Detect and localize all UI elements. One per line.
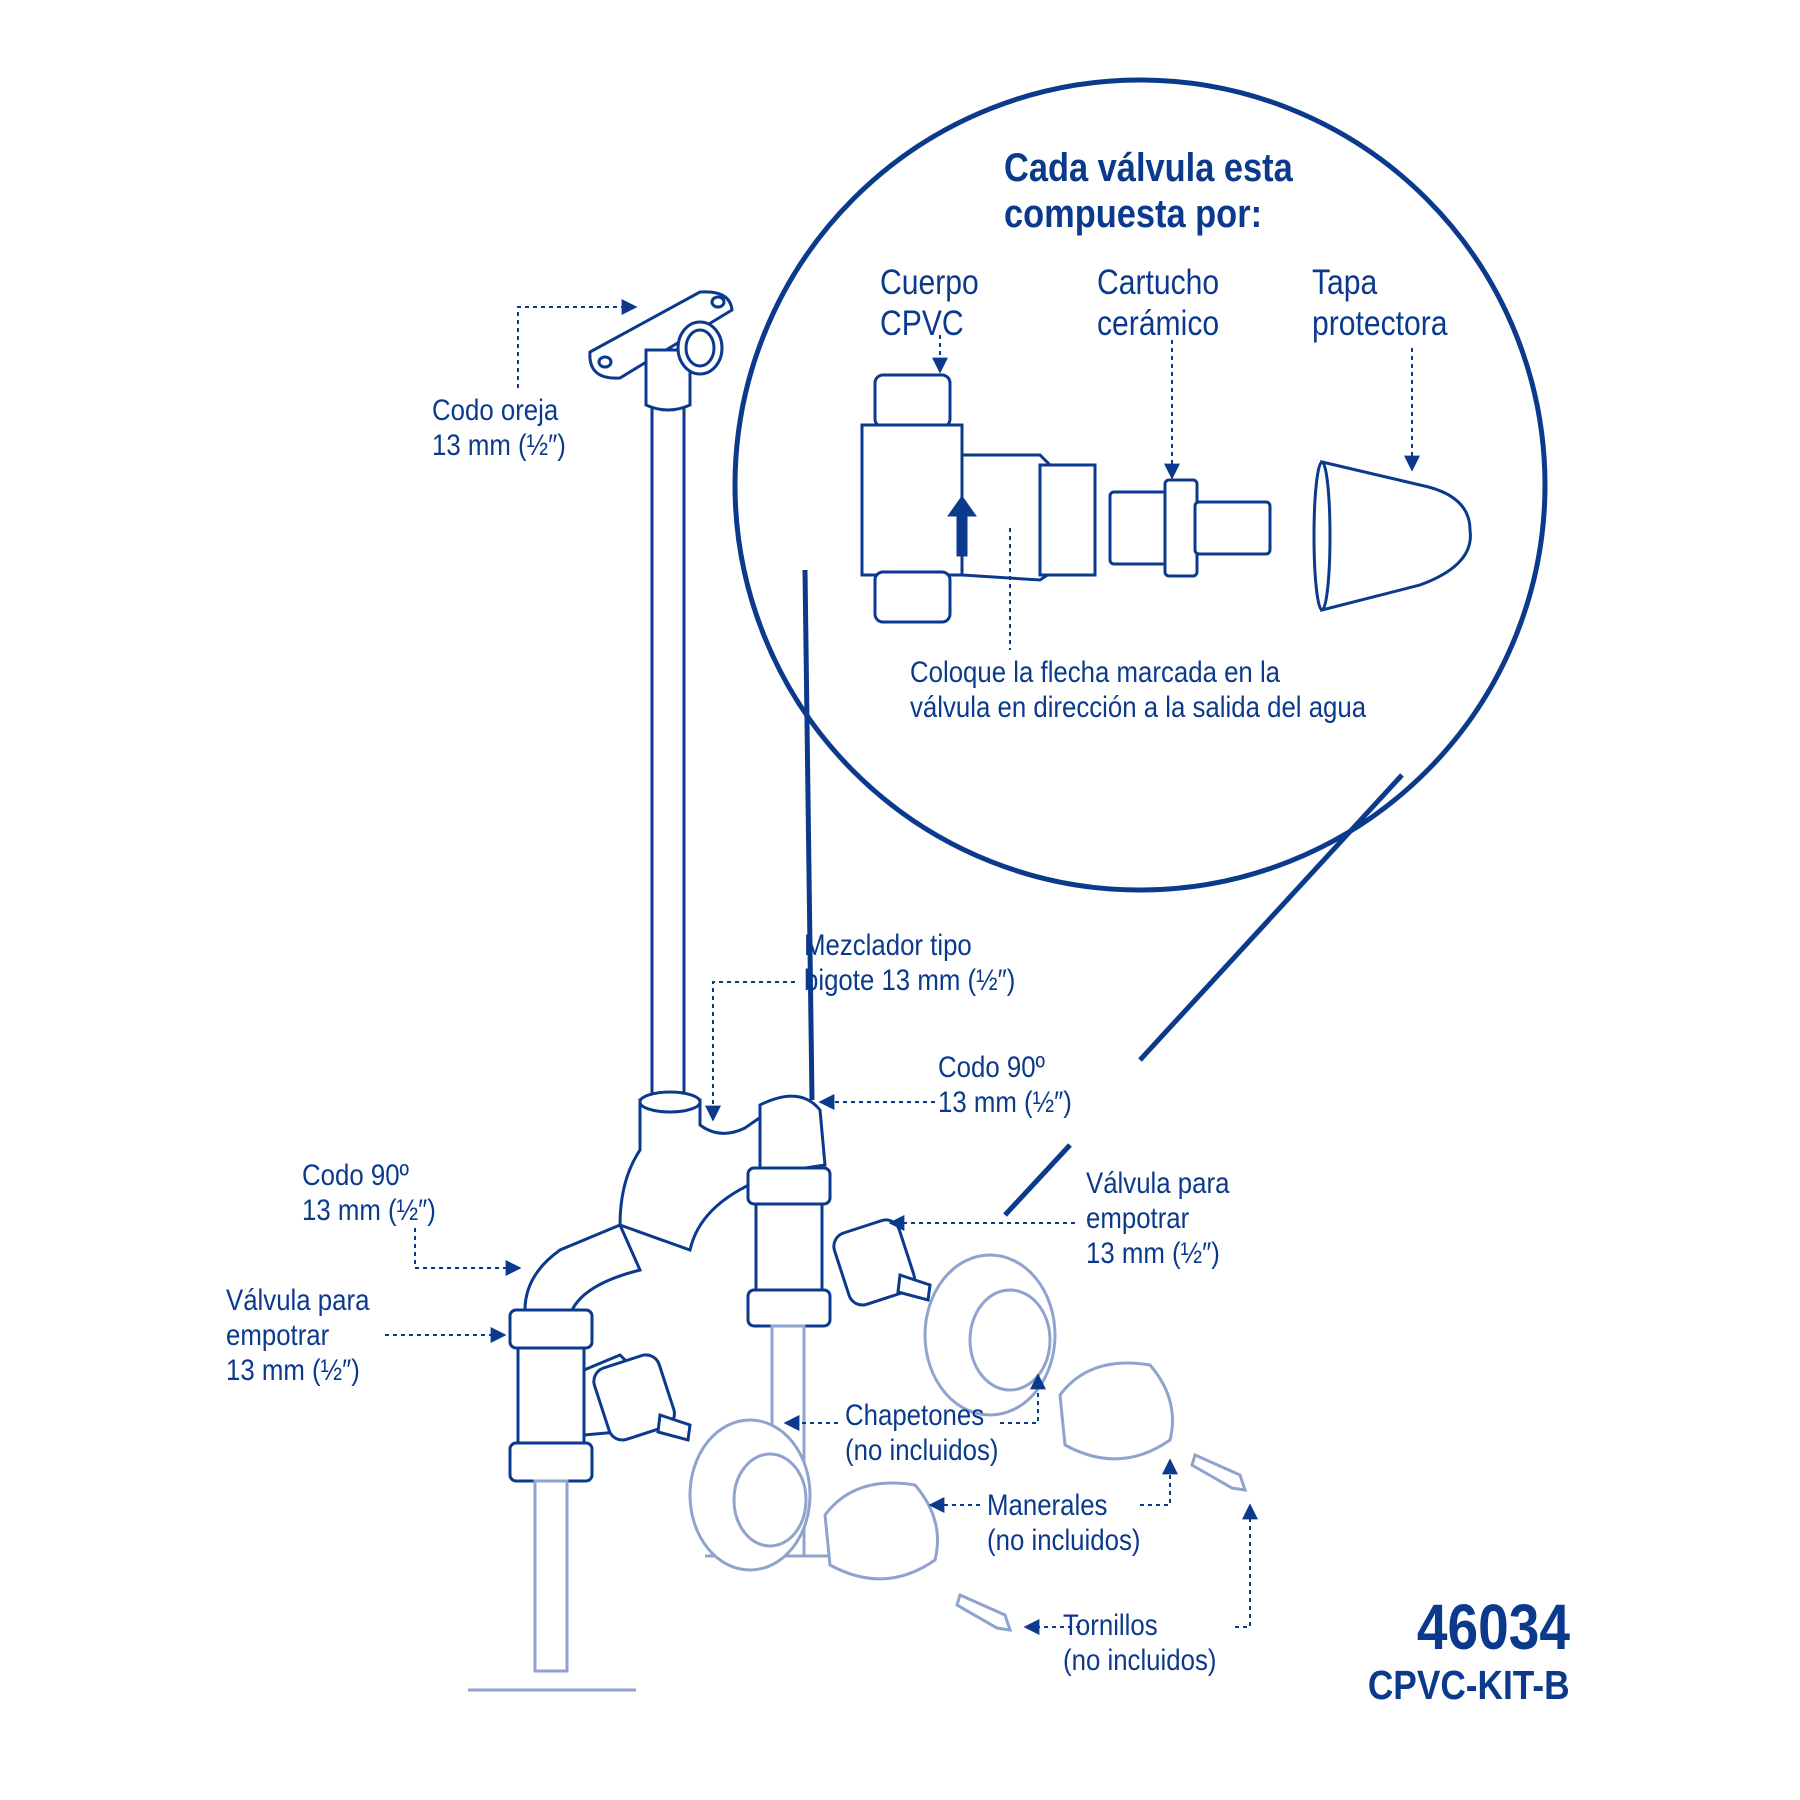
inset-components: [860, 373, 1472, 624]
part-label-cuerpo: Cuerpo CPVC: [880, 263, 979, 343]
label-codo-oreja: Codo oreja 13 mm (½″): [432, 394, 566, 462]
chapeton-right-hub: [968, 1288, 1052, 1392]
codo-oreja-body: [644, 348, 692, 412]
magnifier-line-left: [802, 569, 815, 1101]
inset-cap-rim: [1312, 460, 1332, 612]
inset-cartridge-stem: [1193, 500, 1272, 556]
left-valve-stem: [656, 1412, 692, 1442]
inset-body-top-nut: [873, 373, 952, 429]
label-valvula-left: Válvula para empotrar 13 mm (½″): [226, 1284, 370, 1387]
left-valve-thread: [592, 1353, 676, 1442]
inset-body-bottom-nut: [873, 570, 952, 624]
maneral-right: [1058, 1361, 1174, 1461]
inset-title: Cada válvula esta compuesta por:: [1004, 146, 1293, 236]
product-model: CPVC-KIT-B: [1368, 1662, 1570, 1708]
label-tornillos: Tornillos (no incluidos): [1063, 1609, 1217, 1677]
inset-note: Coloque la flecha marcada en la válvula …: [910, 656, 1367, 724]
maneral-left: [823, 1481, 939, 1581]
right-valve-nut-top: [746, 1166, 832, 1206]
tornillo-right: [1190, 1452, 1248, 1492]
accessories: [688, 1253, 1248, 1632]
left-valve-nut-top: [508, 1308, 594, 1350]
label-manerales: Manerales (no incluidos): [987, 1489, 1141, 1557]
right-elbow: [758, 1094, 827, 1177]
right-valve-thread: [832, 1218, 916, 1307]
product-code: 46034: [1416, 1591, 1570, 1663]
label-valvula-right: Válvula para empotrar 13 mm (½″): [1086, 1167, 1230, 1270]
magnifier: [732, 77, 1548, 1217]
leader-manerales-right: [1140, 1458, 1178, 1506]
inset-cartridge-body: [1108, 490, 1172, 566]
codo-oreja-hole-left: [597, 355, 613, 369]
leader-codo-oreja: [517, 299, 638, 388]
inset-cap: [1320, 460, 1472, 612]
magnifier-circle: [732, 77, 1548, 893]
codo-oreja-socket-inner: [684, 328, 716, 368]
inset-body-main: [860, 423, 964, 577]
part-label-tapa: Tapa protectora: [1312, 263, 1448, 343]
mezclador-top-socket: [638, 1090, 702, 1114]
inset-body-thread: [1038, 463, 1097, 577]
codo-oreja-hole-right: [710, 295, 726, 309]
inset-cartridge-ring: [1163, 478, 1199, 578]
label-codo90-left: Codo 90º 13 mm (½″): [302, 1159, 436, 1227]
leader-tornillos-right: [1235, 1503, 1258, 1628]
right-valve-stem: [896, 1272, 932, 1302]
label-mezclador: Mezclador tipo bigote 13 mm (½″): [804, 929, 1016, 997]
leader-mezclador: [705, 981, 795, 1122]
magnifier-line-right-low: [1003, 1143, 1072, 1217]
chapeton-left-hub: [732, 1452, 808, 1548]
label-codo90-right: Codo 90º 13 mm (½″): [938, 1051, 1072, 1119]
right-valve-nut-bottom: [746, 1288, 832, 1328]
leader-codo90-left: [414, 1228, 522, 1276]
riser-pipe: [650, 400, 686, 1114]
part-label-cartucho: Cartucho cerámico: [1097, 263, 1220, 343]
codo-oreja-plate: [588, 290, 734, 380]
left-valve-nut-bottom: [508, 1441, 594, 1483]
leader-lines: [385, 299, 1420, 1635]
tornillo-left: [955, 1592, 1013, 1632]
inset-flow-arrow: [947, 495, 977, 557]
right-valve-body: [754, 1202, 824, 1296]
label-chapetones: Chapetones (no incluidos): [845, 1399, 999, 1467]
left-valve-body: [516, 1346, 586, 1445]
magnifier-line-right: [1138, 773, 1404, 1062]
left-lower-pipe: [533, 1479, 569, 1673]
